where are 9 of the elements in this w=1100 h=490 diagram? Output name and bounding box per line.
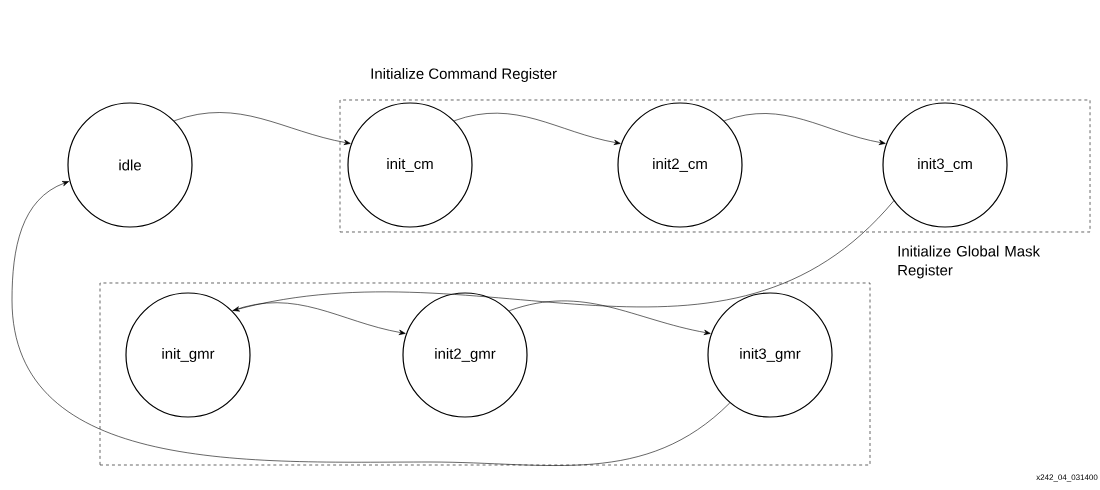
arrow	[723, 113, 886, 145]
arrow	[231, 302, 406, 335]
arrow	[232, 200, 895, 312]
arrow	[173, 112, 351, 145]
arrow	[508, 300, 711, 335]
arrow	[11, 181, 731, 466]
arrow	[453, 112, 621, 145]
node-label: Initialize Command Register	[371, 68, 557, 82]
node-label: Initialize Global Mask Register	[898, 245, 1041, 279]
